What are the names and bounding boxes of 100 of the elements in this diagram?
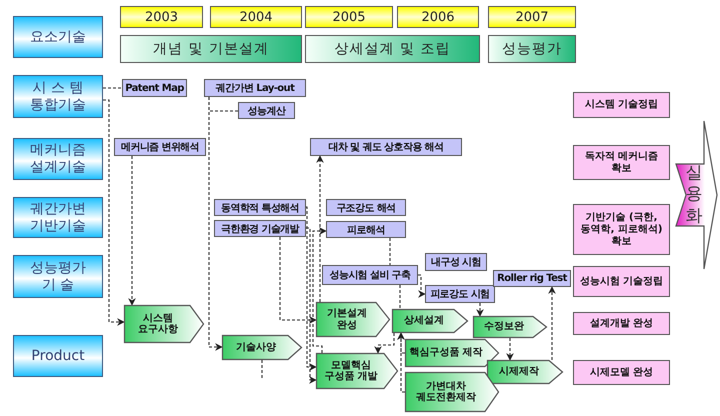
step-pentagon xyxy=(124,305,204,343)
task-box xyxy=(425,285,495,303)
dashed-arrow xyxy=(306,227,317,384)
step-label: 수정보완 xyxy=(484,321,524,333)
task-label: 극한환경 기술개발 xyxy=(220,222,300,236)
dashed-arrow xyxy=(208,97,223,351)
phase-label: 상세설계 및 조립 xyxy=(334,40,450,58)
category-label: Product xyxy=(31,348,85,364)
dashed-arrow xyxy=(548,286,556,360)
step-label: 가변대차 궤도전환제작 xyxy=(415,380,477,404)
result-label: 기반기술 (극한, 동역학, 피로해석)확보 xyxy=(580,212,664,248)
result-box xyxy=(573,204,670,255)
year-box xyxy=(120,6,203,28)
result-box xyxy=(573,360,670,385)
task-box xyxy=(322,265,418,285)
dashed-arrow xyxy=(476,303,484,317)
dashed-arrow xyxy=(128,156,136,306)
dashed-connector xyxy=(261,360,263,380)
category-label: 요소기술 xyxy=(30,28,86,46)
step-label: 모델핵심 구성품 개발 xyxy=(323,360,379,382)
step-pentagon xyxy=(222,335,302,360)
result-label: 독자적 메커니즘 확보 xyxy=(584,150,660,174)
result-box xyxy=(573,266,670,297)
dashed-arrow xyxy=(306,206,317,371)
task-label: 성능계산 xyxy=(248,104,286,118)
dashed-arrow xyxy=(418,274,426,298)
result-label: 설계개발 완성 xyxy=(590,318,654,330)
category-label: 성능평가 기 술 xyxy=(29,260,87,294)
dashed-arrow xyxy=(316,155,324,302)
year-box xyxy=(397,6,479,28)
step-pentagon xyxy=(405,339,499,367)
result-box xyxy=(573,92,670,118)
year-label: 2005 xyxy=(332,10,366,24)
task-box xyxy=(326,221,406,238)
task-label: Patent Map xyxy=(125,82,184,94)
dashed-arrow xyxy=(374,333,395,354)
result-label: 시제모델 완성 xyxy=(590,366,654,378)
step-label: 기술사양 xyxy=(236,342,276,354)
dashed-connector xyxy=(103,87,122,89)
step-pentagon xyxy=(316,353,398,389)
category-box xyxy=(13,255,103,298)
outcome-label: 실용화 xyxy=(686,163,702,227)
result-label: 시스템 기술정립 xyxy=(584,99,658,111)
category-box xyxy=(13,335,103,377)
task-label: 내구성 시험 xyxy=(431,256,481,269)
dashed-arrow xyxy=(279,237,317,324)
year-box xyxy=(210,6,302,28)
task-label: 궤간가변 Lay-out xyxy=(216,82,294,95)
year-label: 2003 xyxy=(144,10,178,24)
step-pentagon xyxy=(392,309,468,333)
category-box xyxy=(13,138,103,180)
step-pentagon xyxy=(316,302,390,337)
phase-box xyxy=(120,35,302,63)
step-pentagon xyxy=(473,316,547,338)
category-box xyxy=(13,16,103,58)
task-label: 피로강도 시험 xyxy=(430,288,490,301)
task-label: 동역학적 특성해석 xyxy=(220,202,300,214)
result-label: 성능시험 기술정립 xyxy=(580,276,664,288)
category-label: 궤간가변 기반기술 xyxy=(29,200,87,234)
task-box xyxy=(114,138,206,156)
task-box xyxy=(425,253,487,271)
step-pentagon xyxy=(405,372,499,412)
step-label: 기본설계 완성 xyxy=(326,308,368,331)
result-box xyxy=(573,312,670,335)
task-label: 메커니즘 변위해석 xyxy=(120,141,200,154)
category-box xyxy=(13,197,103,238)
dashed-connector xyxy=(399,285,401,309)
outcome-arrow xyxy=(674,120,718,270)
task-label: 성능시험 설비 구축 xyxy=(330,269,410,282)
task-label: Roller rig Test xyxy=(497,273,567,284)
task-label: 피로해석 xyxy=(347,224,385,236)
phase-box xyxy=(488,35,576,63)
category-label: 메커니즘 설계기술 xyxy=(29,142,87,176)
result-box xyxy=(573,145,670,180)
task-label: 대차 및 궤도 상호작용 해석 xyxy=(328,141,444,154)
step-label: 핵심구성품 제작 xyxy=(409,347,483,359)
year-label: 2007 xyxy=(515,10,549,24)
task-box xyxy=(122,79,187,97)
task-box xyxy=(204,79,306,97)
task-box xyxy=(493,270,571,287)
dashed-arrow xyxy=(506,338,514,361)
year-box xyxy=(488,6,576,28)
phase-label: 개념 및 기본설계 xyxy=(153,40,269,58)
task-box xyxy=(238,102,295,119)
dashed-arrow xyxy=(397,332,405,393)
step-label: 시스템 요구사항 xyxy=(137,312,179,336)
task-box xyxy=(310,138,462,156)
task-label: 구조강도 해석 xyxy=(336,202,396,214)
task-box xyxy=(214,199,306,216)
dashed-arrow xyxy=(312,227,327,353)
dashed-connector xyxy=(389,238,391,265)
phase-box xyxy=(305,35,480,63)
task-box xyxy=(326,199,406,216)
category-label: 시 스 템 통합기술 xyxy=(29,80,87,114)
dashed-arrow xyxy=(103,99,125,326)
phase-label: 성능평가 xyxy=(502,40,562,58)
step-pentagon xyxy=(487,360,563,384)
category-box xyxy=(13,75,103,118)
year-label: 2004 xyxy=(239,10,273,24)
year-label: 2006 xyxy=(421,10,455,24)
